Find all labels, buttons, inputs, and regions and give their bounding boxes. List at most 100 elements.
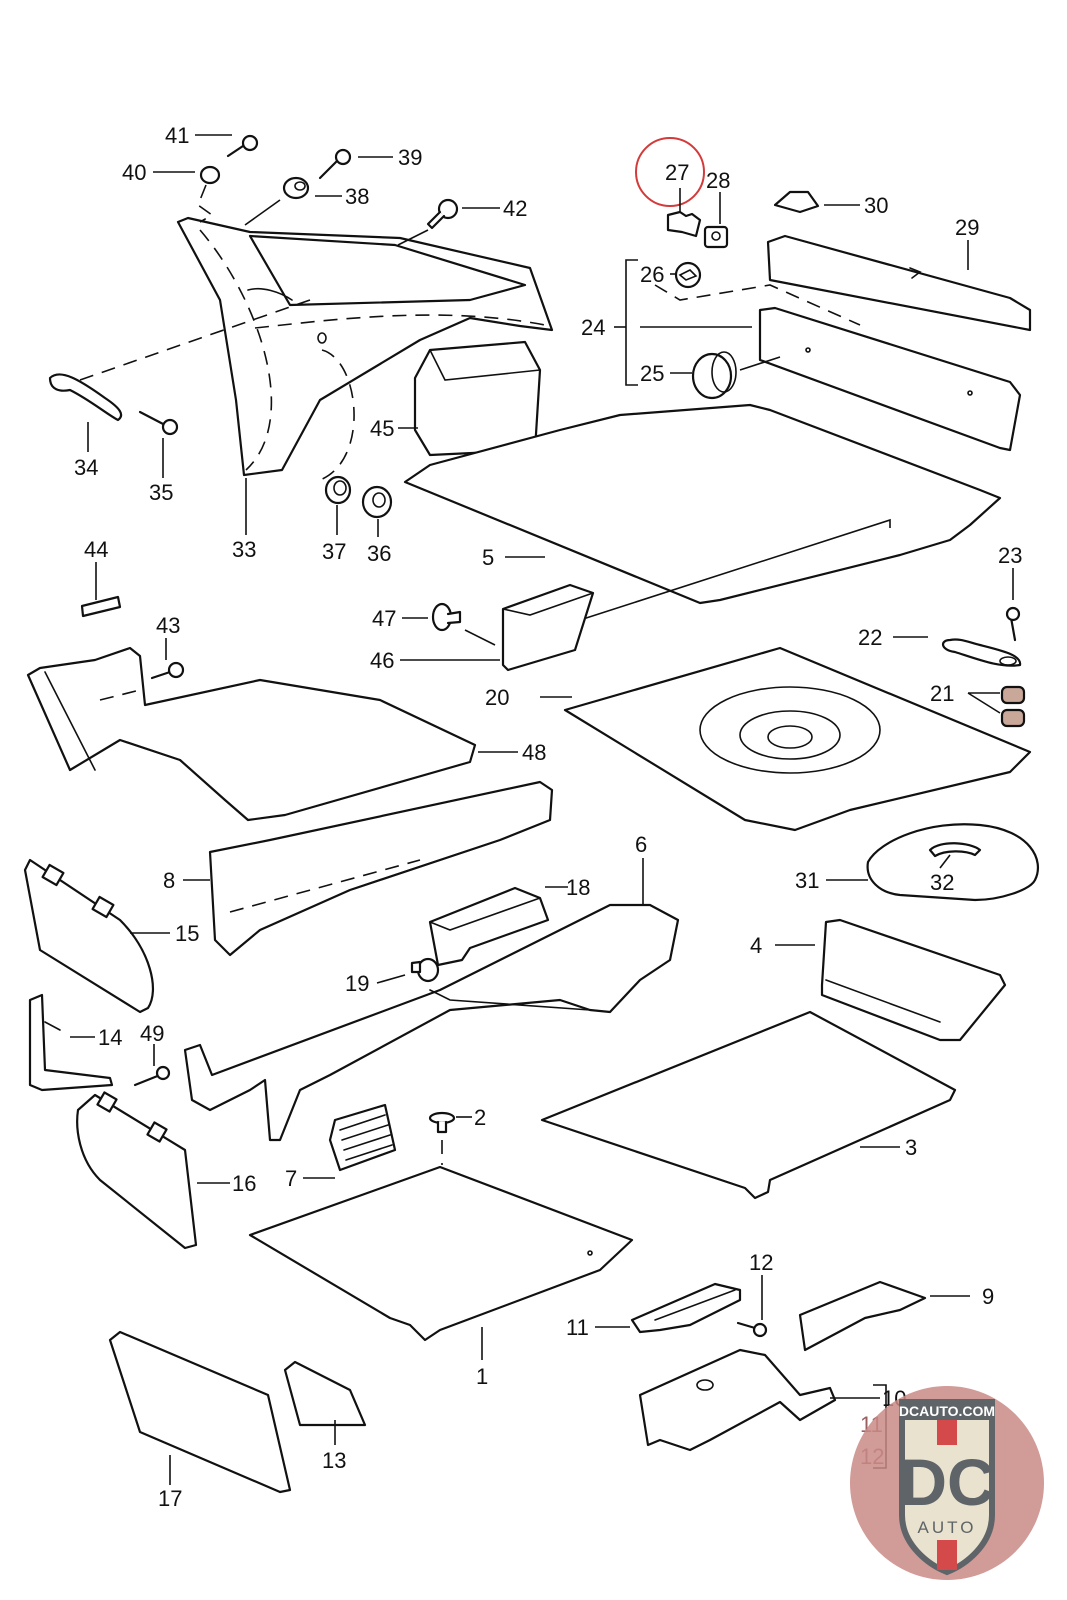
- label-11-upper[interactable]: 11: [566, 1315, 589, 1340]
- part-40-grommet[interactable]: [197, 165, 221, 223]
- label-42[interactable]: 42: [503, 196, 527, 221]
- part-38-nut[interactable]: [244, 176, 310, 226]
- part-39-screw[interactable]: [318, 148, 352, 180]
- part-41-screw[interactable]: [226, 134, 259, 158]
- label-44[interactable]: 44: [84, 537, 108, 562]
- label-47[interactable]: 47: [372, 606, 396, 631]
- part-28-latch[interactable]: [703, 225, 729, 249]
- part-2-clip[interactable]: [428, 1111, 456, 1165]
- labels: 41 40 39 38 42 27 28 30 29 24 26: [70, 123, 1022, 1511]
- label-20[interactable]: 20: [485, 685, 509, 710]
- label-34[interactable]: 34: [74, 455, 98, 480]
- label-29[interactable]: 29: [955, 215, 979, 240]
- part-3-floor-mat[interactable]: [540, 1010, 957, 1200]
- part-10-bracket[interactable]: [638, 1348, 837, 1452]
- part-14-bracket[interactable]: [28, 993, 114, 1092]
- label-19[interactable]: 19: [345, 971, 369, 996]
- label-5[interactable]: 5: [482, 545, 494, 570]
- part-24-rear-trim-panel[interactable]: [758, 306, 1022, 452]
- part-15-trim-flap[interactable]: [23, 858, 155, 1014]
- label-46[interactable]: 46: [370, 648, 394, 673]
- part-23-screw[interactable]: [1005, 606, 1021, 642]
- part-34-grab-handle[interactable]: [48, 299, 311, 422]
- part-11-guide-upper[interactable]: [630, 1282, 742, 1334]
- part-44-strap[interactable]: [80, 595, 122, 618]
- label-48[interactable]: 48: [522, 740, 546, 765]
- part-17-trim-panel[interactable]: [108, 1330, 292, 1494]
- label-13[interactable]: 13: [322, 1448, 346, 1473]
- label-7[interactable]: 7: [285, 1166, 297, 1191]
- label-23[interactable]: 23: [998, 543, 1022, 568]
- part-42-clip[interactable]: [397, 198, 459, 246]
- label-35[interactable]: 35: [149, 480, 173, 505]
- part-1-floor-mat[interactable]: [248, 1165, 634, 1342]
- label-45[interactable]: 45: [370, 416, 394, 441]
- part-20-spare-wheel-floor[interactable]: [563, 646, 1032, 832]
- label-2[interactable]: 2: [474, 1105, 486, 1130]
- part-49-screw[interactable]: [133, 1065, 171, 1087]
- label-17[interactable]: 17: [158, 1486, 182, 1511]
- label-9[interactable]: 9: [982, 1284, 994, 1309]
- part-9-bracket[interactable]: [798, 1280, 927, 1352]
- part-6-center-console[interactable]: [183, 903, 680, 1142]
- part-31-access-cover[interactable]: [866, 823, 1040, 902]
- part-33-quarter-trim-panel[interactable]: [176, 216, 554, 477]
- label-43[interactable]: 43: [156, 613, 180, 638]
- label-30[interactable]: 30: [864, 193, 888, 218]
- part-19-knob[interactable]: [410, 957, 440, 983]
- part-21-spacers[interactable]: [1000, 685, 1026, 728]
- label-36[interactable]: 36: [367, 541, 391, 566]
- part-16-trim-flap[interactable]: [76, 1091, 198, 1250]
- label-41[interactable]: 41: [165, 123, 189, 148]
- label-27[interactable]: 27: [665, 160, 689, 185]
- part-18-ashtray-housing[interactable]: [428, 886, 550, 967]
- part-8-sill-trim[interactable]: [208, 780, 554, 957]
- part-25-knob[interactable]: [691, 351, 781, 400]
- label-16[interactable]: 16: [232, 1171, 256, 1196]
- part-47-fastener[interactable]: [431, 602, 496, 646]
- label-38[interactable]: 38: [345, 184, 369, 209]
- label-25[interactable]: 25: [640, 361, 664, 386]
- watermark-site-text: DCAUTO.COM: [899, 1403, 995, 1419]
- part-46-bracket-pocket[interactable]: [501, 583, 595, 672]
- label-31[interactable]: 31: [795, 868, 819, 893]
- label-21[interactable]: 21: [930, 681, 954, 706]
- label-37[interactable]: 37: [322, 539, 346, 564]
- part-27-clip[interactable]: [666, 210, 702, 238]
- part-13-corner-piece[interactable]: [283, 1360, 367, 1427]
- label-8[interactable]: 8: [163, 868, 175, 893]
- part-36-grommet[interactable]: [319, 349, 393, 519]
- label-39[interactable]: 39: [398, 145, 422, 170]
- part-45-storage-pocket[interactable]: [413, 340, 542, 457]
- label-4[interactable]: 4: [750, 933, 762, 958]
- part-43-screw[interactable]: [150, 661, 185, 680]
- part-35-screw[interactable]: [138, 410, 179, 436]
- label-18[interactable]: 18: [566, 875, 590, 900]
- label-24[interactable]: 24: [581, 315, 605, 340]
- part-37-grommet[interactable]: [324, 475, 352, 505]
- label-28[interactable]: 28: [706, 168, 730, 193]
- label-6[interactable]: 6: [635, 832, 647, 857]
- label-49[interactable]: 49: [140, 1021, 164, 1046]
- part-30-cap[interactable]: [773, 190, 820, 214]
- label-33[interactable]: 33: [232, 537, 256, 562]
- part-5-luggage-floor-mat[interactable]: [403, 403, 1002, 621]
- label-12-upper[interactable]: 12: [749, 1250, 773, 1275]
- part-4-trim-piece[interactable]: [820, 918, 1007, 1042]
- label-14[interactable]: 14: [98, 1025, 122, 1050]
- label-40[interactable]: 40: [122, 160, 146, 185]
- label-15[interactable]: 15: [175, 921, 199, 946]
- part-29-upper-trim-panel[interactable]: [766, 234, 1032, 332]
- part-7-heel-plate[interactable]: [328, 1103, 397, 1172]
- part-26-cover[interactable]: [654, 261, 861, 326]
- label-22[interactable]: 22: [858, 625, 882, 650]
- part-12-screw-upper[interactable]: [736, 1321, 768, 1338]
- label-1[interactable]: 1: [476, 1364, 488, 1389]
- part-22-bracket[interactable]: [942, 638, 1022, 667]
- label-26[interactable]: 26: [640, 262, 664, 287]
- part-48-parcel-shelf[interactable]: [26, 646, 477, 822]
- label-32[interactable]: 32: [930, 870, 954, 895]
- label-3[interactable]: 3: [905, 1135, 917, 1160]
- part-32-handle[interactable]: [928, 842, 982, 858]
- watermark-top-banner: [902, 1400, 992, 1420]
